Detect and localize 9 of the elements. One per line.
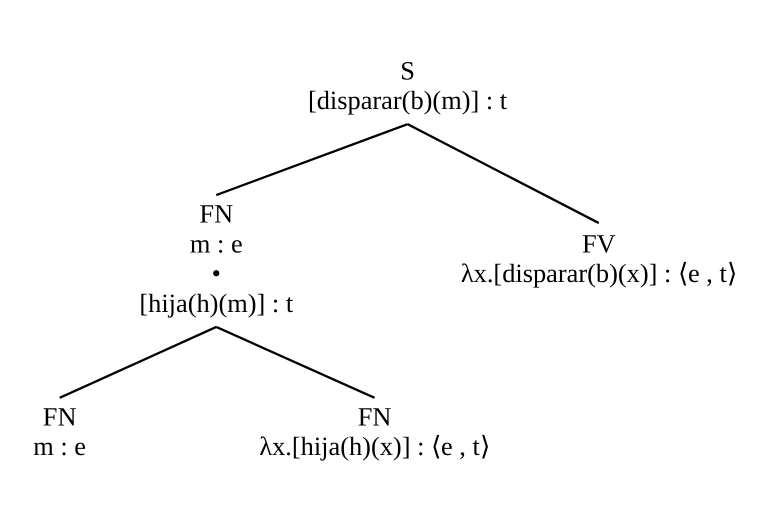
connector bbox=[407, 123, 600, 224]
node-text: FN m : e • [hija(h)(m)] : t bbox=[139, 198, 294, 318]
node-text: FN m : e bbox=[33, 402, 86, 462]
connector bbox=[216, 326, 376, 399]
connector bbox=[216, 123, 408, 196]
node-text: FV λx.[disparar(b)(x)] : ⟨e , t⟩ bbox=[460, 228, 737, 288]
connector bbox=[59, 326, 217, 399]
node-text: FN λx.[hija(h)(x)] : ⟨e , t⟩ bbox=[259, 402, 490, 462]
node-text: S [disparar(b)(m)] : t bbox=[308, 55, 508, 115]
